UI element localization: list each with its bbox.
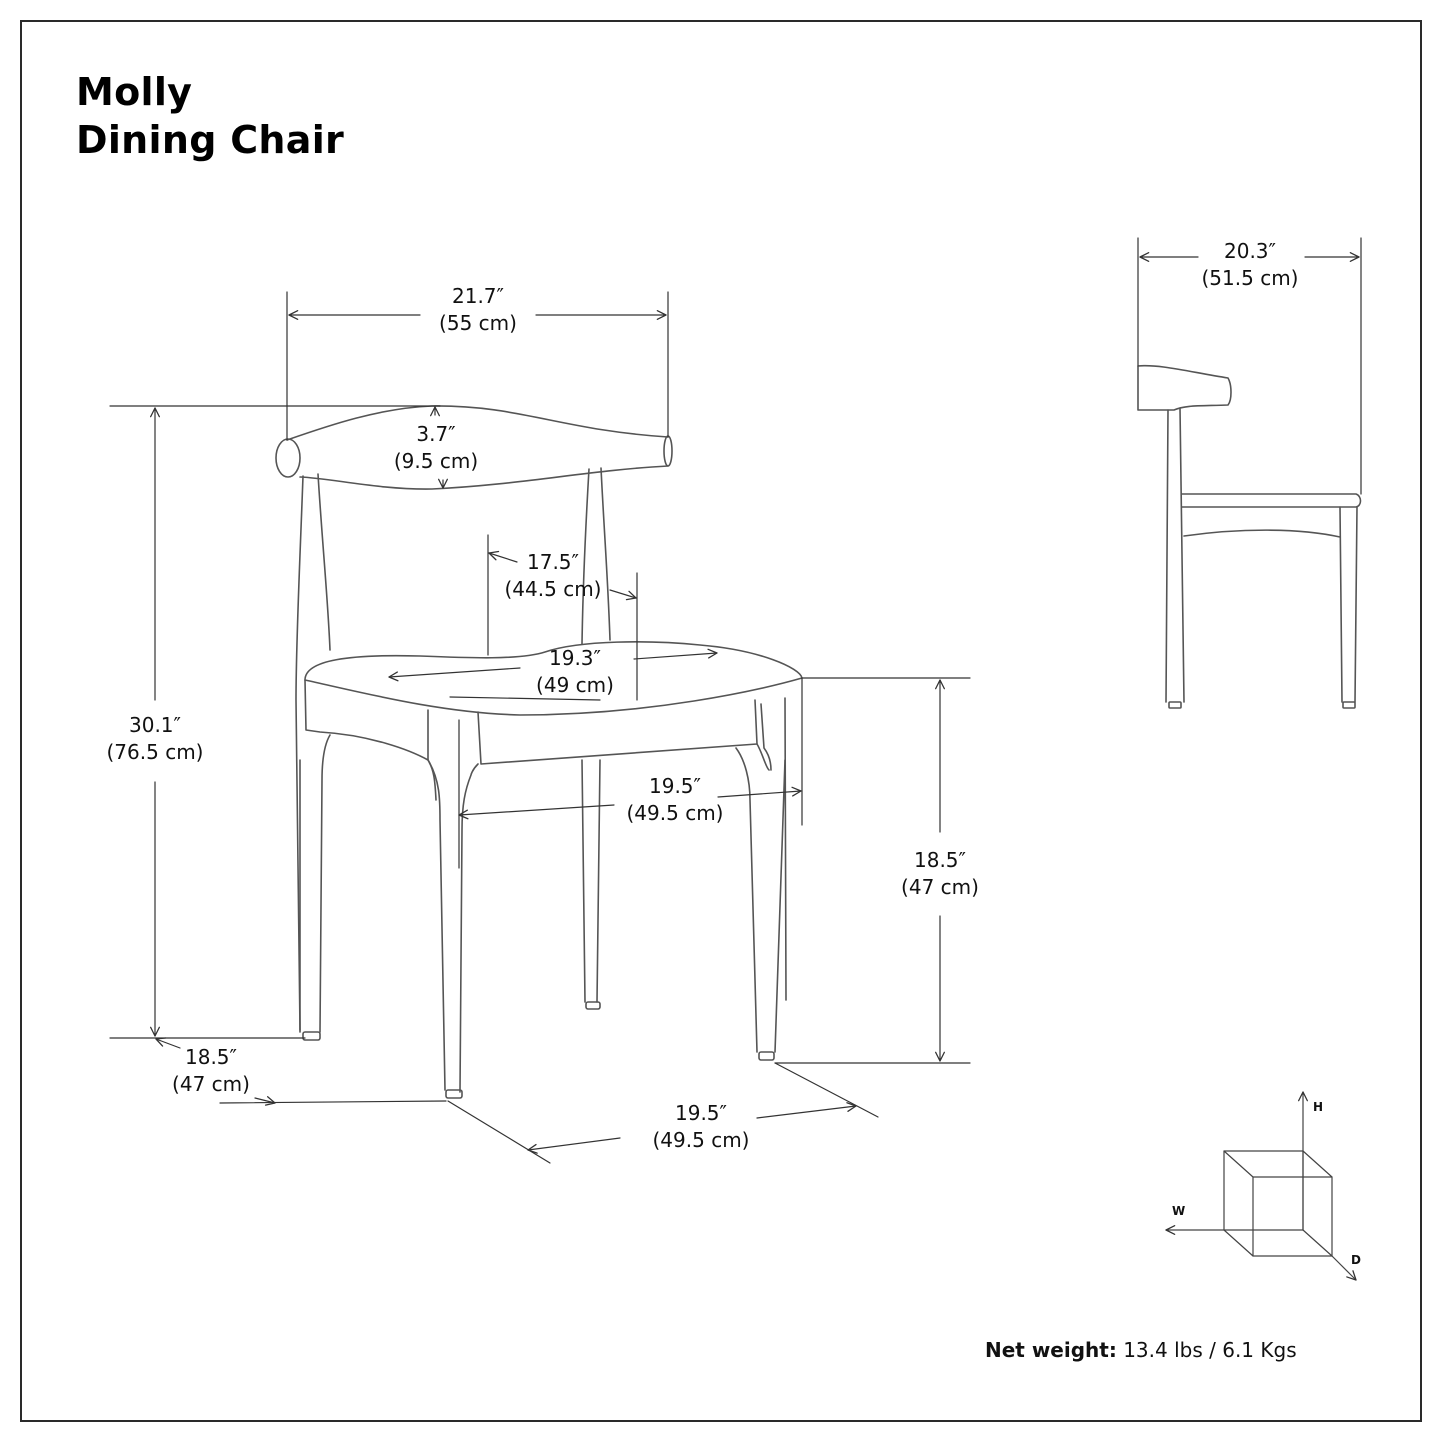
dim-overall-height: 30.1″ (76.5 cm): [106, 713, 204, 764]
dimension-lines: [109, 291, 971, 1164]
net-weight-label: Net weight:: [985, 1338, 1117, 1362]
dim-seat-height: 18.5″ (47 cm): [901, 848, 979, 899]
dim-base-depth: 18.5″ (47 cm): [172, 1045, 250, 1096]
net-weight: Net weight: 13.4 lbs / 6.1 Kgs: [985, 1338, 1297, 1362]
axis-cube-icon: [1165, 1091, 1357, 1281]
axis-label-height: H: [1313, 1100, 1324, 1114]
dim-leg-span-width: 19.5″ (49.5 cm): [626, 774, 724, 825]
axis-label-width: W: [1172, 1204, 1186, 1218]
product-title-line1: Molly: [76, 70, 193, 114]
chair-perspective-view: [275, 405, 803, 1099]
dim-side-depth: 20.3″ (51.5 cm): [1201, 239, 1299, 290]
diagram-frame: [20, 20, 1422, 1422]
product-title: Molly Dining Chair: [76, 68, 344, 164]
product-title-line2: Dining Chair: [76, 118, 345, 162]
dim-base-width: 19.5″ (49.5 cm): [652, 1101, 750, 1152]
dim-backrest-height: 3.7″ (9.5 cm): [393, 422, 479, 473]
dim-seat-depth: 17.5″ (44.5 cm): [504, 550, 602, 601]
dim-seat-width: 19.3″ (49 cm): [536, 646, 614, 697]
dim-back-width: 21.7″ (55 cm): [439, 284, 517, 335]
axis-label-depth: D: [1351, 1253, 1361, 1267]
side-dimension-lines: [1137, 237, 1362, 495]
net-weight-value: 13.4 lbs / 6.1 Kgs: [1123, 1338, 1297, 1362]
chair-side-view: [1137, 364, 1362, 709]
